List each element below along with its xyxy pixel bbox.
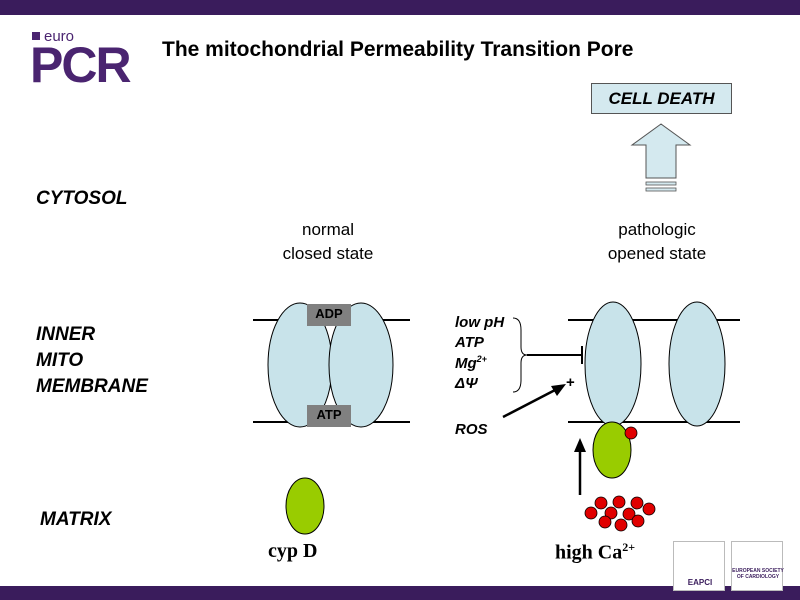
membrane-label: MEMBRANE <box>36 376 148 397</box>
calcium-cluster <box>584 495 656 532</box>
ros-arrowhead <box>551 384 566 396</box>
cyp-d-label: cyp D <box>268 540 318 562</box>
open-pore-subunit-right <box>668 301 726 427</box>
pore-subunit-right <box>328 302 394 428</box>
slide-title: The mitochondrial Permeability Transitio… <box>162 38 634 61</box>
calcium-ion <box>630 496 644 510</box>
calcium-arrowhead <box>574 438 586 452</box>
pathologic-state-label: pathologic opened state <box>557 218 757 266</box>
pathologic-line1: pathologic <box>618 220 696 239</box>
atp-box <box>307 405 351 427</box>
up-arrow-stripe <box>645 187 677 192</box>
ros-label: ROS <box>455 421 488 438</box>
calcium-ion <box>642 502 656 516</box>
eapci-text: EAPCI <box>687 578 713 587</box>
atp-regulator-label: ATP <box>455 334 484 351</box>
calcium-ion <box>612 495 626 509</box>
logo-euro-text: euro <box>32 28 74 45</box>
regulator-brace <box>512 317 528 393</box>
delta-psi-label: ΔΨ <box>455 375 478 392</box>
adp-label: ADP <box>315 306 343 321</box>
cytosol-label: CYTOSOL <box>36 188 128 209</box>
cyp-d-free <box>285 477 325 535</box>
plus-sign: + <box>566 374 575 391</box>
calcium-ion <box>622 507 636 521</box>
ros-arrow <box>502 387 558 419</box>
calcium-ion <box>604 506 618 520</box>
calcium-ion <box>584 506 598 520</box>
open-pore-subunit-left <box>584 301 642 427</box>
calcium-ion <box>624 426 638 440</box>
cell-death-box: CELL DEATH <box>591 83 732 114</box>
atp-label: ATP <box>316 407 342 422</box>
top-bar <box>0 0 800 15</box>
esc-badge: EUROPEAN SOCIETY OF CARDIOLOGY <box>731 541 784 591</box>
mg-label: Mg2+ <box>455 354 487 372</box>
high-calcium-label: high Ca2+ <box>555 540 636 564</box>
calcium-ion <box>631 514 645 528</box>
low-ph-label: low pH <box>455 314 505 331</box>
calcium-ion <box>598 515 612 529</box>
esc-text: EUROPEAN SOCIETY OF CARDIOLOGY <box>732 568 784 580</box>
mito-label: MITO <box>36 350 84 371</box>
up-arrow <box>630 123 692 179</box>
normal-line1: normal <box>302 220 354 239</box>
adp-box <box>307 304 351 326</box>
calcium-ion <box>614 518 628 532</box>
eapci-badge: EAPCI <box>673 541 725 591</box>
normal-line2: closed state <box>282 244 374 263</box>
inner-label: INNER <box>36 324 96 345</box>
normal-state-label: normal closed state <box>228 218 428 266</box>
pathologic-line2: opened state <box>607 244 707 263</box>
cyp-d-bound <box>592 421 632 479</box>
bottom-bar <box>0 586 800 600</box>
matrix-label: MATRIX <box>40 509 112 530</box>
logo-pcr: PCR <box>30 37 132 93</box>
calcium-ion <box>594 496 608 510</box>
up-arrow-stripe <box>645 181 677 186</box>
